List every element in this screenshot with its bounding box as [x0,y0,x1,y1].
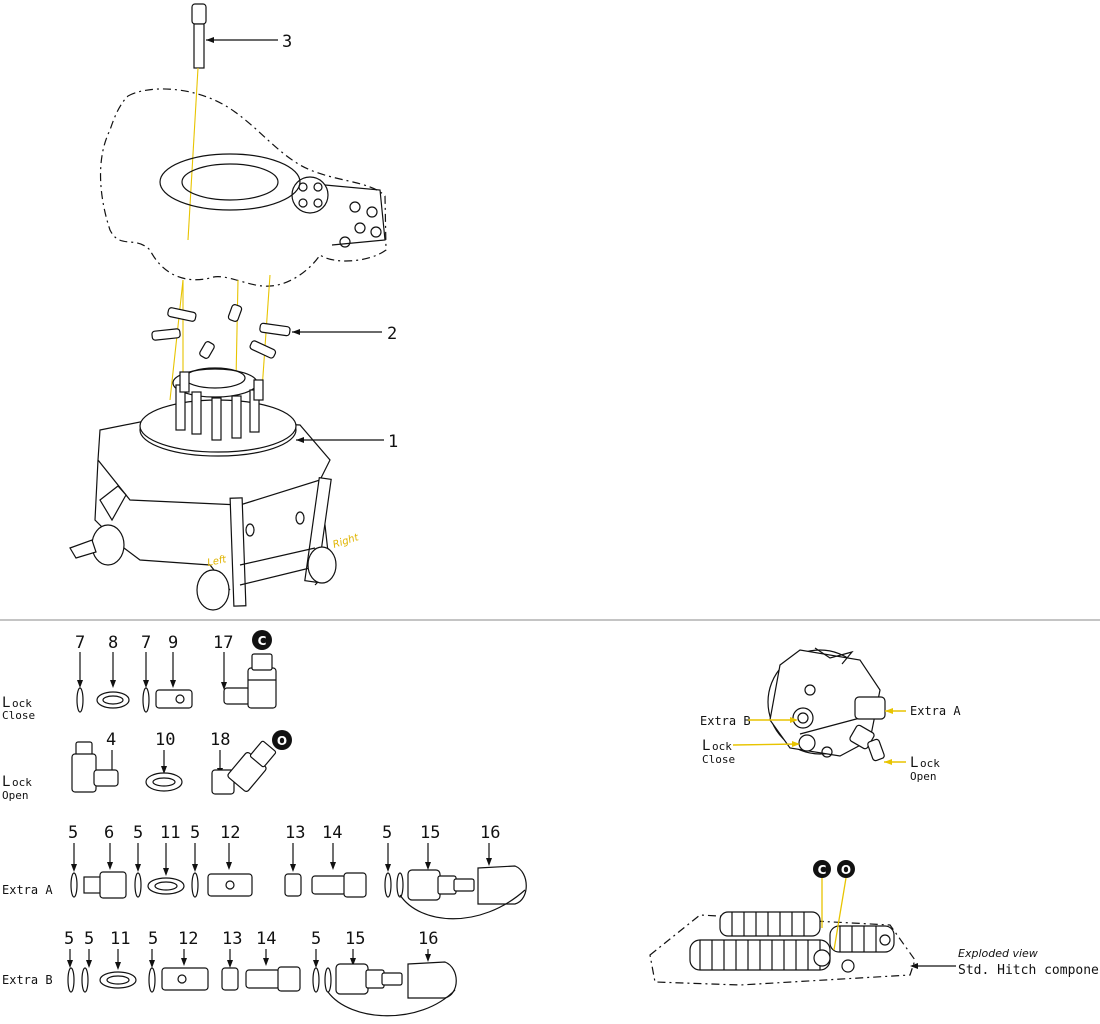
port-extra-b [792,707,814,729]
hitch-base-1 [69,367,337,611]
valve-block-outline [99,88,387,287]
callout-eb-1: 5 [84,929,94,949]
callout-eb-3: 5 [148,929,158,949]
callout-eb-6: 14 [256,929,276,949]
hitch-badge-close-text: C [818,863,827,877]
fitting-extra-a [854,696,886,720]
callout-eb-4: 12 [178,929,198,949]
callout-eb-0: 5 [64,929,74,949]
callout-eb-8: 15 [345,929,365,949]
callout-ea-7: 14 [322,823,342,843]
callout-ea-9: 15 [420,823,440,843]
direction-right-label: Right [332,532,361,551]
callout-2: 2 [387,324,397,344]
lock-open-label-sub: ock [12,776,32,789]
callout-ea-4: 5 [190,823,200,843]
callout-lc-2: 7 [141,633,151,653]
lock-close-label-main: L [2,695,10,711]
hitch-badge-open [837,860,855,878]
lock-open-label-main: L [2,774,10,790]
gasket-8 [96,691,130,709]
coupler-15 [407,869,441,901]
callout-lc-3: 9 [168,633,178,653]
callout-eb-7: 5 [311,929,321,949]
valve-detail: Extra B L ock Close Extra A L ock Open [700,647,961,783]
callout-lc-1: 8 [108,633,118,653]
callout-ea-0: 5 [68,823,78,843]
adapter-6 [83,876,103,894]
badge-open-text: O [277,734,287,748]
bolt-3 [187,3,207,241]
badge-close-text: C [258,634,267,648]
keys-2 [151,304,291,359]
row-lock-close: L ock Close 7 8 7 9 17 C [2,630,277,722]
lock-close-label-sub: ock [12,697,32,710]
std-hitch-label: Std. Hitch components [958,963,1100,978]
fitting-9 [155,689,193,709]
detail-lock-close-main: L [702,738,710,754]
callout-eb-9: 16 [418,929,438,949]
detail-lock-open-sub2: Open [910,770,937,783]
hitch-components: C O Exploded view Std. Hitch components [649,860,1100,986]
callout-lc-4: 17 [213,633,233,653]
callout-lo-2: 18 [210,730,230,750]
dust-cap-16 [477,865,527,905]
callout-eb-2: 11 [110,929,130,949]
elbow-17 [223,687,251,705]
detail-lock-open-main: L [910,755,918,771]
callout-ea-5: 12 [220,823,240,843]
extra-a-label: Extra A [2,883,53,897]
detail-extra-b: Extra B [700,714,751,728]
callout-ea-8: 5 [382,823,392,843]
badge-close [252,630,272,650]
detail-lock-close-sub2: Close [702,753,735,766]
ring-7 [76,687,84,713]
port-lock-close [798,734,816,752]
callout-ea-1: 6 [104,823,114,843]
hitch-badge-open-text: O [841,863,851,877]
exploded-view-label: Exploded view [958,947,1038,960]
detail-extra-a: Extra A [910,704,961,718]
callout-eb-5: 13 [222,929,242,949]
row-extra-a: Extra A 5 6 5 11 5 12 13 14 5 15 [2,823,527,920]
nipple-14 [311,875,347,895]
detail-lock-open-sub: ock [920,757,940,770]
hitch-badge-close [813,860,831,878]
row-extra-b: Extra B 5 5 11 5 12 13 14 5 15 [2,929,457,1017]
row-lock-open: L ock Open 4 10 18 O [2,730,292,802]
valve-flange [159,153,301,211]
callout-lc-0: 7 [75,633,85,653]
callout-ea-3: 11 [160,823,180,843]
callout-3: 3 [282,32,292,52]
top-assembly: 3 2 [69,3,398,611]
detail-lock-close-sub: ock [712,740,732,753]
badge-open [272,730,292,750]
spring-upper [719,911,821,937]
direction-left-label: Left [206,554,228,569]
callout-ea-10: 16 [480,823,500,843]
callout-1: 1 [388,432,398,452]
spring-side [829,925,895,953]
nut-13 [284,873,302,897]
callout-lo-1: 10 [155,730,175,750]
gasket-10 [145,772,183,792]
callout-ea-6: 13 [285,823,305,843]
callout-lo-0: 4 [106,730,116,750]
lock-close-label-sub2: Close [2,709,35,722]
callout-ea-2: 5 [133,823,143,843]
extra-b-label: Extra B [2,973,53,987]
lock-open-label-sub2: Open [2,789,29,802]
banjo-12 [207,873,253,897]
